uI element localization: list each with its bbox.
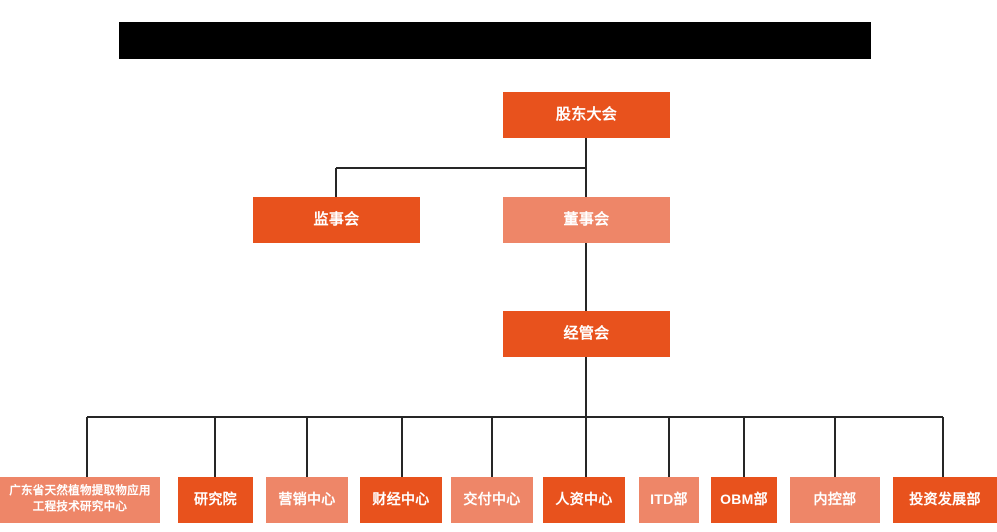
node-label: 股东大会 — [555, 105, 618, 123]
node-label: 监事会 — [313, 210, 360, 228]
node-dept-delivery-center[interactable]: 交付中心 — [451, 477, 533, 523]
node-dept-finance-center[interactable]: 财经中心 — [360, 477, 442, 523]
node-label: 投资发展部 — [909, 491, 981, 508]
node-label: 人资中心 — [555, 491, 613, 508]
redacted-title-bar — [119, 22, 871, 59]
node-shareholders-meeting[interactable]: 股东大会 — [503, 92, 670, 138]
node-label: 交付中心 — [463, 491, 521, 508]
node-dept-marketing-center[interactable]: 营销中心 — [266, 477, 348, 523]
node-dept-hr-center[interactable]: 人资中心 — [543, 477, 625, 523]
node-board-of-directors[interactable]: 董事会 — [503, 197, 670, 243]
node-label: 财经中心 — [372, 491, 430, 508]
node-label: 董事会 — [563, 210, 610, 228]
node-board-of-supervisors[interactable]: 监事会 — [253, 197, 420, 243]
node-label: 营销中心 — [278, 491, 336, 508]
node-dept-research-institute[interactable]: 研究院 — [178, 477, 253, 523]
node-dept-obm[interactable]: OBM部 — [711, 477, 777, 523]
node-dept-internal-control[interactable]: 内控部 — [790, 477, 880, 523]
node-label: 研究院 — [194, 491, 237, 508]
node-label: OBM部 — [720, 491, 768, 508]
node-dept-investment-development[interactable]: 投资发展部 — [893, 477, 997, 523]
node-label: 内控部 — [813, 491, 857, 508]
node-label: ITD部 — [650, 491, 688, 508]
node-label: 广东省天然植物提取物应用工程技术研究中心 — [9, 485, 151, 513]
node-management-committee[interactable]: 经管会 — [503, 311, 670, 357]
node-dept-itd[interactable]: ITD部 — [639, 477, 699, 523]
node-dept-research-center[interactable]: 广东省天然植物提取物应用工程技术研究中心 — [0, 477, 160, 523]
node-label: 经管会 — [563, 324, 610, 342]
